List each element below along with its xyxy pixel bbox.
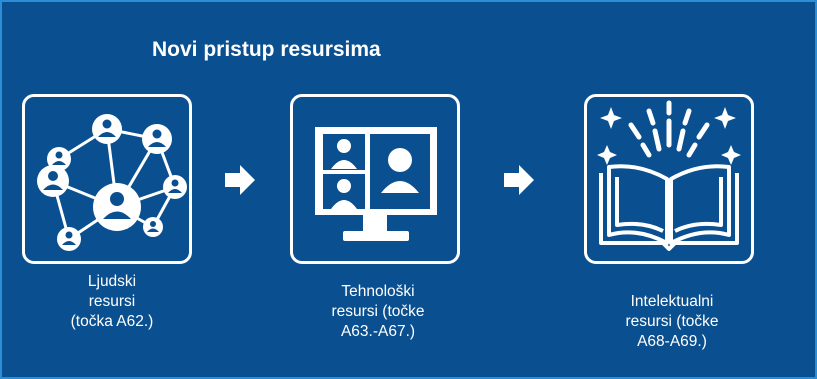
- step-card-technological-resources: [290, 94, 460, 264]
- people-network-icon: [37, 114, 187, 251]
- step-label-human-resources: Ljudski resursi (točka A62.): [70, 273, 154, 330]
- arrow-right-icon: [225, 165, 255, 195]
- arrow-right-icon: [504, 165, 534, 195]
- step-card-intellectual-resources: [584, 94, 754, 264]
- step-card-human-resources: [22, 94, 192, 264]
- open-book-sparkle-icon: [597, 100, 741, 251]
- step-label-intellectual-resources: Intelektualni resursi (točke A68-A69.): [625, 293, 719, 350]
- video-conference-icon: [315, 127, 437, 241]
- step-label-technological-resources: Tehnološki resursi (točke A63.-A67.): [331, 283, 425, 340]
- diagram-title: Novi pristup resursima: [152, 38, 381, 61]
